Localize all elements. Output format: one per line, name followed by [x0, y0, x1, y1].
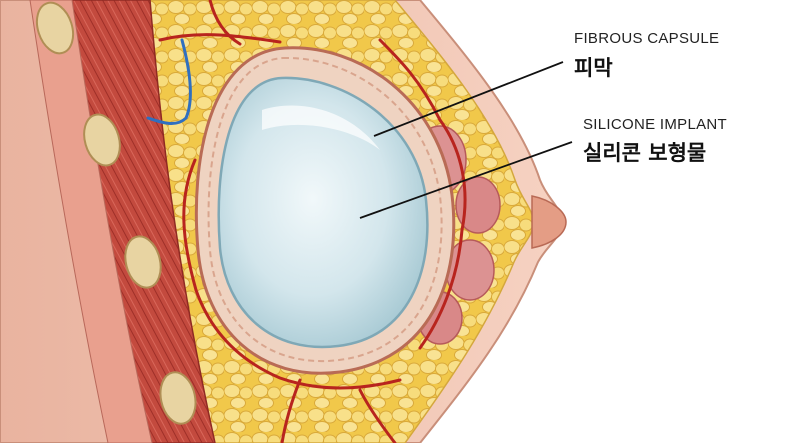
capsule-fibers	[207, 56, 443, 363]
vein	[146, 38, 192, 125]
blood-vessels	[158, 0, 467, 443]
rib	[35, 1, 75, 55]
nipple	[531, 195, 567, 249]
ribs	[35, 1, 197, 425]
implant-highlight	[262, 105, 380, 150]
silicone-implant-leader-line	[359, 141, 573, 219]
rib	[83, 113, 121, 167]
silicone-implant-label-en: SILICONE IMPLANT	[583, 116, 727, 133]
rib	[124, 235, 162, 289]
fibrous-capsule-leader-line	[373, 61, 564, 137]
rib	[159, 371, 197, 425]
fibrous-capsule-label-ko: 피막	[574, 56, 613, 80]
fibrous-capsule-label-en: FIBROUS CAPSULE	[574, 30, 720, 47]
silicone-implant-label-ko: 실리콘 보형물	[583, 141, 707, 165]
